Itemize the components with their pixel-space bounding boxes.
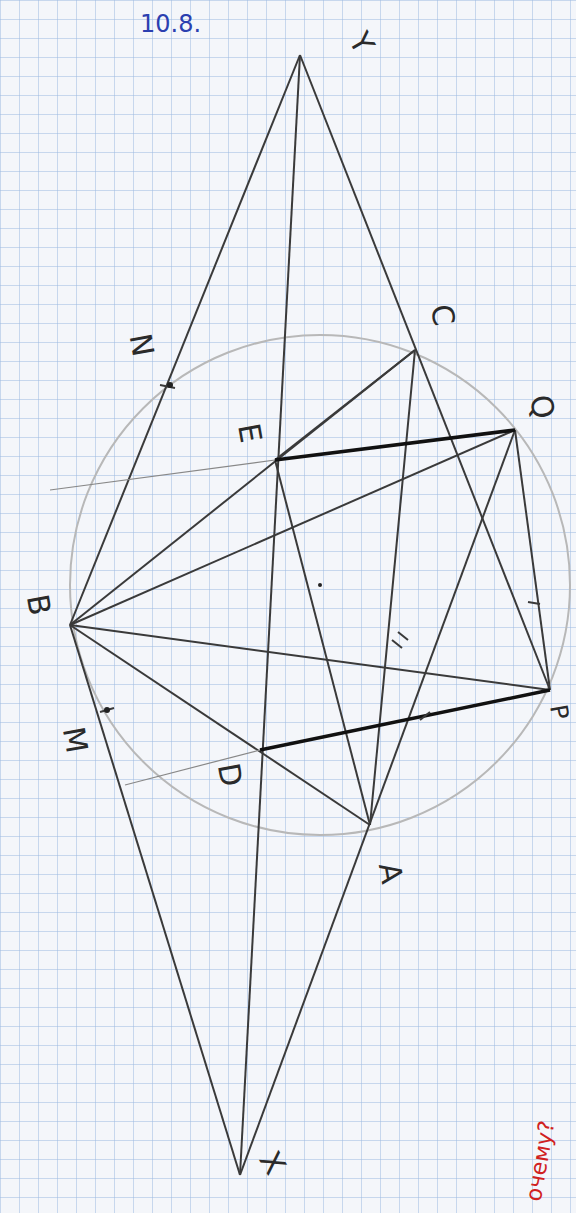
tick [392,640,402,648]
point-label: M [58,725,92,756]
problem-number: 10.8. [140,12,201,36]
segment-dp [260,690,550,750]
line-bp [70,625,550,690]
line-qe-ext [50,460,275,490]
tick [528,602,540,604]
line-ac [370,350,415,825]
line-qp [515,430,550,690]
line-bc [70,350,415,625]
tick-marks [100,385,540,720]
tick [420,712,430,720]
point [167,382,173,388]
point [318,583,322,587]
tick [398,632,408,640]
point [104,707,110,713]
circle [70,335,570,835]
construction-lines [70,55,550,1175]
line-yp [300,55,550,690]
segment-eq [275,430,515,460]
points [104,382,322,713]
line-xq [240,430,515,1175]
extension-lines [50,460,275,785]
tick [100,708,114,712]
line-yx [240,55,300,1175]
line-bx [70,625,240,1175]
bold-segments [260,430,550,750]
line-ea [275,460,370,825]
